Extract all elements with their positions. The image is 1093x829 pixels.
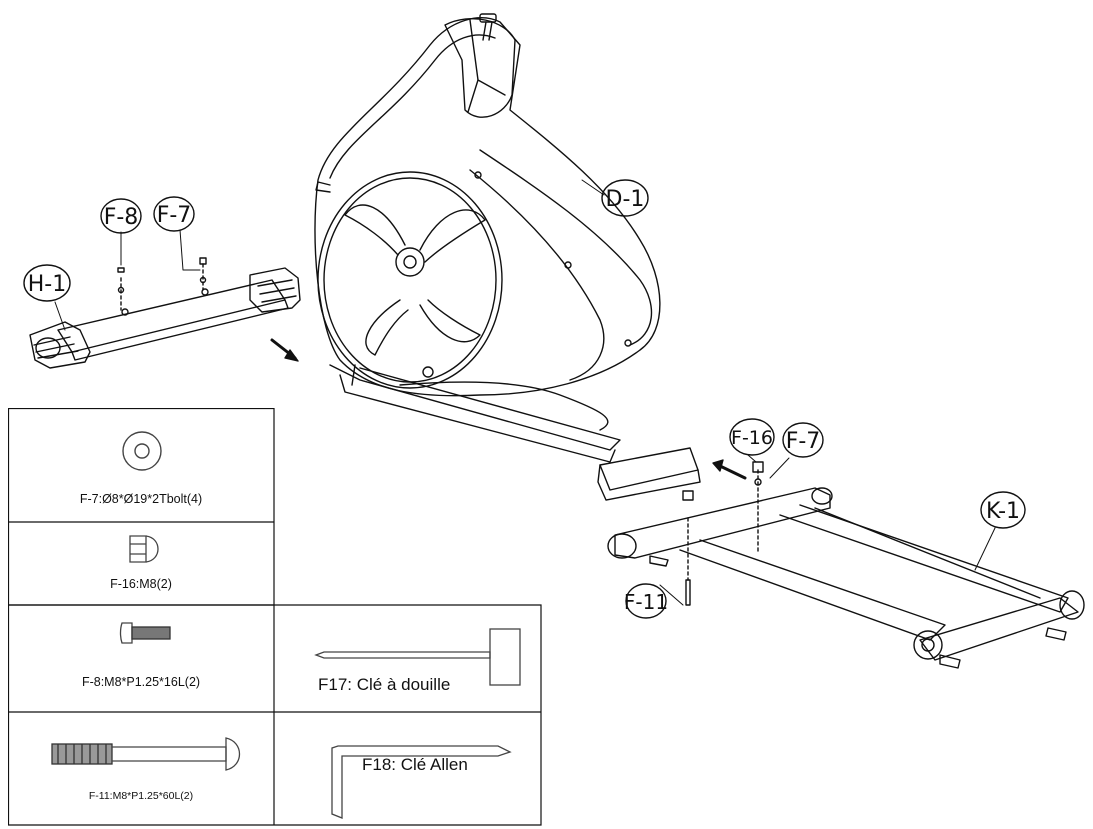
svg-text:F-16: F-16	[731, 427, 773, 449]
leader-lines	[54, 179, 996, 606]
part-label-f8: F-8:M8*P1.25*16L(2)	[81, 675, 201, 689]
svg-text:F-7: F-7	[786, 429, 821, 454]
cell-f7: F-7:Ø8*Ø19*2Tbolt(4)	[8, 408, 274, 522]
callout-h1: H-1	[23, 264, 71, 302]
callout-f16: F-16	[729, 418, 775, 456]
short-bolt-icon	[119, 622, 171, 644]
svg-text:F-8: F-8	[104, 205, 139, 230]
parts-table: F-7:Ø8*Ø19*2Tbolt(4) F-16:M8(2) F-8:M8*P…	[8, 408, 542, 826]
callout-f7-top: F-7	[153, 196, 195, 232]
part-label-f7: F-7:Ø8*Ø19*2Tbolt(4)	[79, 492, 203, 506]
svg-text:F-7: F-7	[157, 203, 192, 228]
cap-nut-icon	[129, 535, 159, 563]
callout-f8-top: F-8	[100, 198, 142, 234]
cell-f16: F-16:M8(2)	[8, 522, 274, 605]
part-label-f16: F-16:M8(2)	[110, 577, 172, 591]
callout-f11: F-11	[624, 583, 668, 619]
svg-text:H-1: H-1	[28, 272, 66, 297]
svg-text:D-1: D-1	[606, 187, 645, 212]
tool-label-f17: F17: Clé à douille	[318, 675, 451, 694]
cell-f11: F-11:M8*P1.25*60L(2)	[8, 712, 274, 825]
rear-frame-k1	[607, 459, 1085, 669]
cell-f17: F17: Clé à douille	[274, 605, 541, 712]
callout-d1: D-1	[601, 179, 649, 217]
cell-f8: F-8:M8*P1.25*16L(2)	[8, 605, 274, 712]
washer-icon	[122, 431, 162, 471]
main-body-d1	[314, 13, 701, 501]
front-stabilizer-h1	[29, 257, 301, 369]
allen-key-icon	[331, 745, 512, 819]
cell-f18: F18: Clé Allen	[274, 712, 541, 825]
part-label-f11: F-11:M8*P1.25*60L(2)	[88, 790, 194, 802]
callout-k1: K-1	[980, 491, 1026, 529]
svg-text:F-11: F-11	[624, 590, 668, 614]
tool-label-f18: F18: Clé Allen	[362, 755, 468, 774]
callout-f7-right: F-7	[782, 422, 824, 458]
svg-text:K-1: K-1	[986, 499, 1020, 524]
long-bolt-icon	[51, 737, 241, 771]
socket-wrench-icon	[314, 628, 521, 686]
